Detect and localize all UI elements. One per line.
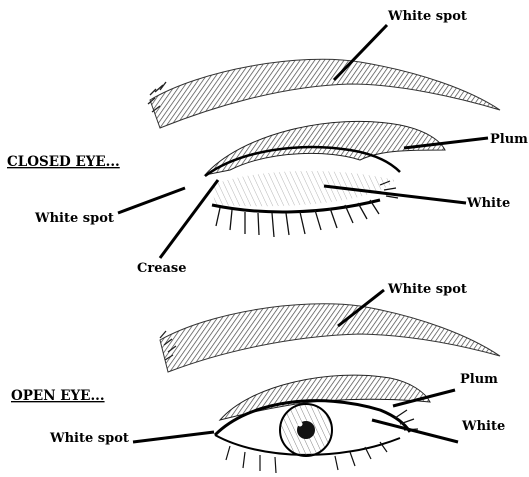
label-closed-brow-white-spot: White spot <box>387 9 467 24</box>
label-open-white: White <box>461 419 505 434</box>
closed-eye-drawing <box>148 59 500 237</box>
label-closed-corner-white-spot: White spot <box>34 211 114 226</box>
label-closed-plum: Plum <box>490 132 528 147</box>
heading-closed-eye: CLOSED EYE... <box>7 154 120 170</box>
label-open-brow-white-spot: White spot <box>387 282 467 297</box>
closed-lid-area <box>212 171 395 206</box>
label-open-plum: Plum <box>460 372 498 387</box>
pointer-crease <box>160 180 218 258</box>
label-closed-white: White <box>466 196 510 211</box>
pointer-corner-white-spot <box>118 188 185 213</box>
pointer-open-white <box>372 420 458 442</box>
heading-open-eye: OPEN EYE... <box>11 388 105 404</box>
open-eye-drawing <box>160 304 500 473</box>
label-open-corner-white-spot: White spot <box>49 431 129 446</box>
label-crease: Crease <box>137 261 186 276</box>
closed-eyebrow <box>150 59 500 128</box>
pointer-open-corner-white-spot <box>133 432 214 442</box>
open-eyebrow <box>160 304 500 372</box>
